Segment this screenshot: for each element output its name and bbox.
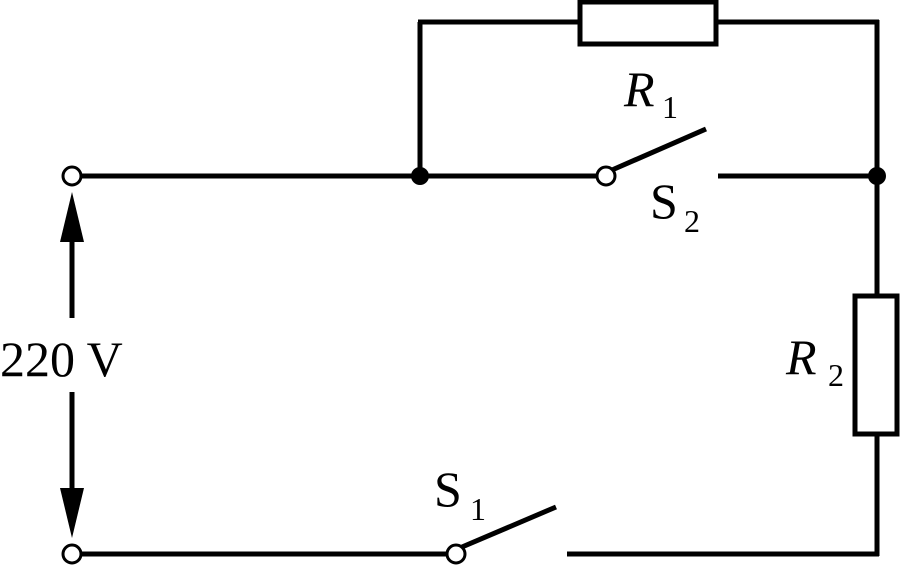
switch-s2-label: S <box>650 173 678 229</box>
resistor-r1 <box>577 0 719 47</box>
resistor-r1-label: R <box>623 61 655 117</box>
resistor-r1-subscript: 1 <box>662 89 678 125</box>
resistor-r2-symbol: R <box>785 329 817 385</box>
terminal-top <box>61 165 83 187</box>
switch-s2-blade[interactable] <box>611 126 707 173</box>
switch-s1-pivot <box>445 543 467 565</box>
switch-s1-label: S <box>434 461 462 517</box>
resistor-r2-label: R <box>785 329 817 385</box>
switch-s1-symbol: S <box>434 461 462 517</box>
voltage-arrow-up-head <box>60 192 84 242</box>
resistor-r2-subscript: 2 <box>828 357 844 393</box>
switch-s2-symbol: S <box>650 173 678 229</box>
switch-s2-pivot <box>595 165 617 187</box>
voltage-arrow-down-head <box>60 488 84 538</box>
voltage-label: 220 V <box>0 331 123 387</box>
terminal-bottom <box>61 543 83 565</box>
resistor-r2 <box>852 293 900 437</box>
switch-s1-blade[interactable] <box>461 504 557 550</box>
resistor-r1-symbol: R <box>623 61 655 117</box>
switch-s1-subscript: 1 <box>470 491 486 527</box>
junction-left <box>411 167 429 185</box>
switch-s2-subscript: 2 <box>684 203 700 239</box>
